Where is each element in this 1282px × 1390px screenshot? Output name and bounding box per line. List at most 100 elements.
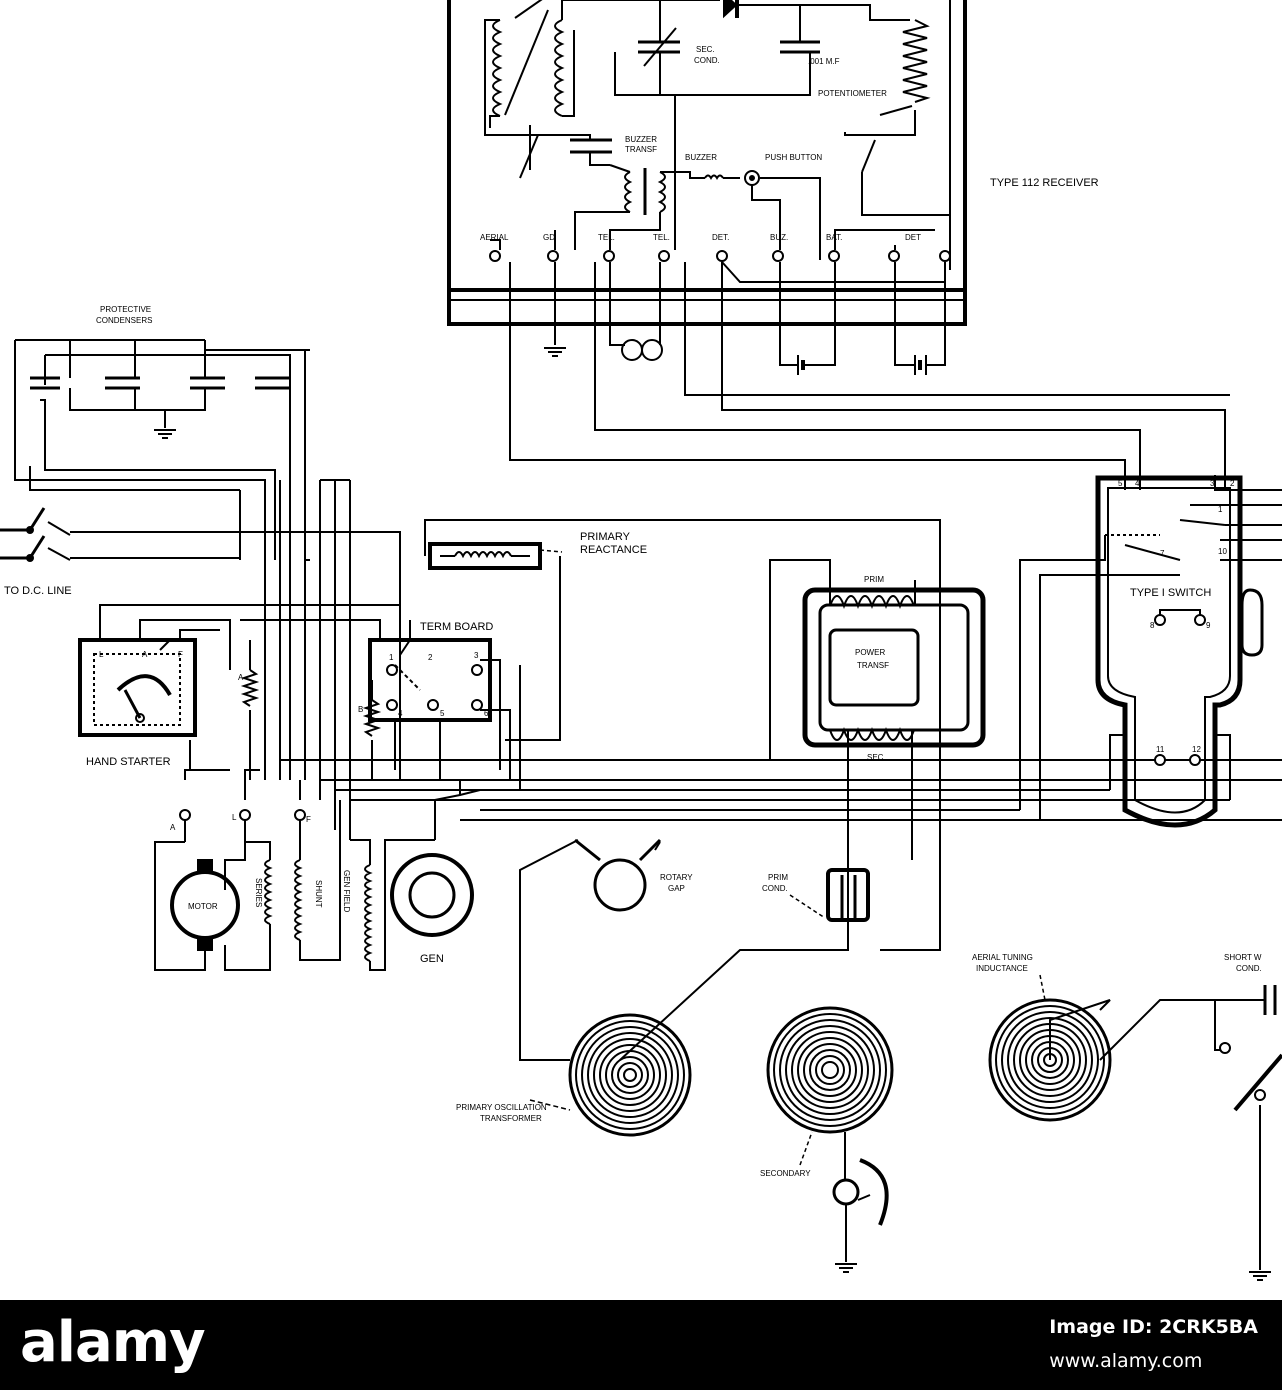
type-i-switch-label: TYPE I SWITCH: [1130, 587, 1211, 599]
brand-logo: alamy: [20, 1310, 206, 1375]
motor-terminal-l: L: [232, 813, 237, 822]
term-board-numbers: 1 2 3 4 5 6: [389, 651, 489, 718]
terminal-gd: GD: [543, 233, 555, 242]
dc-line-switch: [0, 507, 401, 780]
svg-text:5: 5: [1118, 479, 1123, 488]
svg-text:7: 7: [1160, 549, 1165, 558]
image-meta: Image ID: 2CRK5BA www.alamy.com: [1049, 1310, 1258, 1378]
protective-condensers-label-1: PROTECTIVE: [100, 305, 151, 314]
buzzer-transf-label-1: BUZZER: [625, 135, 657, 144]
rotary-gap-label-2: GAP: [668, 884, 685, 893]
receiver-box: [447, 0, 967, 326]
power-transf-label-2: TRANSF: [857, 661, 889, 670]
power-transformer: [769, 559, 986, 920]
gen-field: [364, 864, 373, 962]
receiver-title: TYPE 112 RECEIVER: [990, 177, 1099, 189]
protective-condensers: [14, 339, 310, 561]
rotary-gap-label-1: ROTARY: [660, 873, 693, 882]
starter-terminal-f: F: [178, 650, 183, 659]
fixed-cond-label: .001 M.F: [808, 57, 840, 66]
generator: [390, 780, 481, 937]
prim-cond-label-2: COND.: [762, 884, 788, 893]
aerial-tuning-label-2: INDUCTANCE: [976, 964, 1028, 973]
main-bus-wires: [264, 479, 351, 840]
resistor-a: [240, 669, 260, 707]
hand-starter-label: HAND STARTER: [86, 756, 171, 768]
buzzer-label: BUZZER: [685, 153, 717, 162]
motor-terminals: [184, 740, 301, 842]
prim-cond-label-1: PRIM: [768, 873, 788, 882]
svg-text:4: 4: [398, 709, 403, 718]
shunt-field: [294, 859, 303, 941]
secondary-spiral: [766, 1006, 894, 1134]
term-board-label: TERM BOARD: [420, 621, 493, 633]
gen-label: GEN: [420, 953, 444, 965]
motor-terminal-f: F: [306, 815, 311, 824]
buzzer-circuit: [519, 125, 951, 260]
potentiometer-label: POTENTIOMETER: [818, 89, 887, 98]
terminal-det-1: DET.: [712, 233, 729, 242]
svg-text:10: 10: [1218, 547, 1227, 556]
aerial-tuning-label-1: AERIAL TUNING: [972, 953, 1033, 962]
push-button-label: PUSH BUTTON: [765, 153, 822, 162]
hand-starter: [78, 604, 400, 737]
protective-condensers-label-2: CONDENSERS: [96, 316, 152, 325]
starter-terminal-l: L: [99, 650, 104, 659]
starter-terminal-a: A: [142, 650, 148, 659]
crystal-detector: [723, 0, 738, 19]
sec-cond: [614, 0, 811, 175]
dc-line-label: TO D.C. LINE: [4, 585, 72, 597]
receiver-labels: SEC. COND. .001 M.F POTENTIOMETER BUZZER…: [480, 45, 1099, 242]
sec-cond-label-2: COND.: [694, 56, 720, 65]
buzzer-transf-label-2: TRANSF: [625, 145, 657, 154]
gen-field-label: GEN FIELD: [342, 870, 351, 912]
svg-text:4: 4: [1135, 479, 1140, 488]
svg-text:12: 12: [1192, 745, 1201, 754]
primary-reactance-label-2: REACTANCE: [580, 544, 647, 556]
svg-text:3: 3: [474, 651, 479, 660]
power-transf-label-1: POWER: [855, 648, 885, 657]
type-i-switch: [1095, 470, 1282, 828]
switch-numbers: 5 4 3 2 1 7 10 8 9 11 12: [1118, 479, 1235, 754]
prim-cond: [619, 850, 941, 1061]
sec-cond-label-1: SEC.: [696, 45, 715, 54]
series-field: [264, 859, 273, 925]
short-wave-cond-label-1: SHORT W: [1224, 953, 1262, 962]
primary-reactance: [424, 519, 941, 860]
primary-osc-transformer-label-1: PRIMARY OSCILLATION: [456, 1103, 547, 1112]
motor-terminal-a: A: [170, 823, 176, 832]
shunt-label: SHUNT: [314, 880, 323, 908]
primary-oscillation-spiral: [568, 1013, 692, 1137]
primary-reactance-label-1: PRIMARY: [580, 531, 631, 543]
motor-label: MOTOR: [188, 902, 218, 911]
resistor-b-label: B: [358, 705, 363, 714]
terminal-aerial: AERIAL: [480, 233, 509, 242]
svg-text:9: 9: [1206, 621, 1211, 630]
svg-text:1: 1: [1218, 505, 1223, 514]
watermark-footer: alamy Image ID: 2CRK5BA www.alamy.com: [0, 1300, 1282, 1390]
power-transf-prim-label: PRIM: [864, 575, 884, 584]
svg-text:2: 2: [1230, 479, 1235, 488]
terminal-buz: BUZ.: [770, 233, 788, 242]
fixed-cond: [780, 5, 820, 54]
power-transf-sec-label: SEC: [867, 753, 884, 762]
svg-text:11: 11: [1156, 745, 1165, 754]
site-url: www.alamy.com: [1049, 1350, 1203, 1372]
term-board: [240, 619, 521, 790]
primary-osc-transformer-label-2: TRANSFORMER: [480, 1114, 542, 1123]
wiring-diagram: SEC. COND. .001 M.F POTENTIOMETER BUZZER…: [0, 0, 1282, 1281]
terminal-tel-2: TEL.: [653, 233, 670, 242]
receiver-coils: [484, 0, 720, 136]
horizontal-bus: [280, 535, 1282, 821]
terminal-tel-1: TEL.: [598, 233, 615, 242]
svg-text:5: 5: [440, 709, 445, 718]
svg-text:1: 1: [389, 653, 394, 662]
terminal-bat: BAT.: [826, 233, 842, 242]
svg-text:3: 3: [1210, 479, 1215, 488]
rotary-gap: [519, 838, 662, 1061]
series-label: SERIES: [254, 878, 263, 907]
short-wave-cond-label-2: COND.: [1236, 964, 1262, 973]
svg-text:6: 6: [484, 709, 489, 718]
svg-text:2: 2: [428, 653, 433, 662]
image-id: Image ID: 2CRK5BA: [1049, 1316, 1258, 1338]
